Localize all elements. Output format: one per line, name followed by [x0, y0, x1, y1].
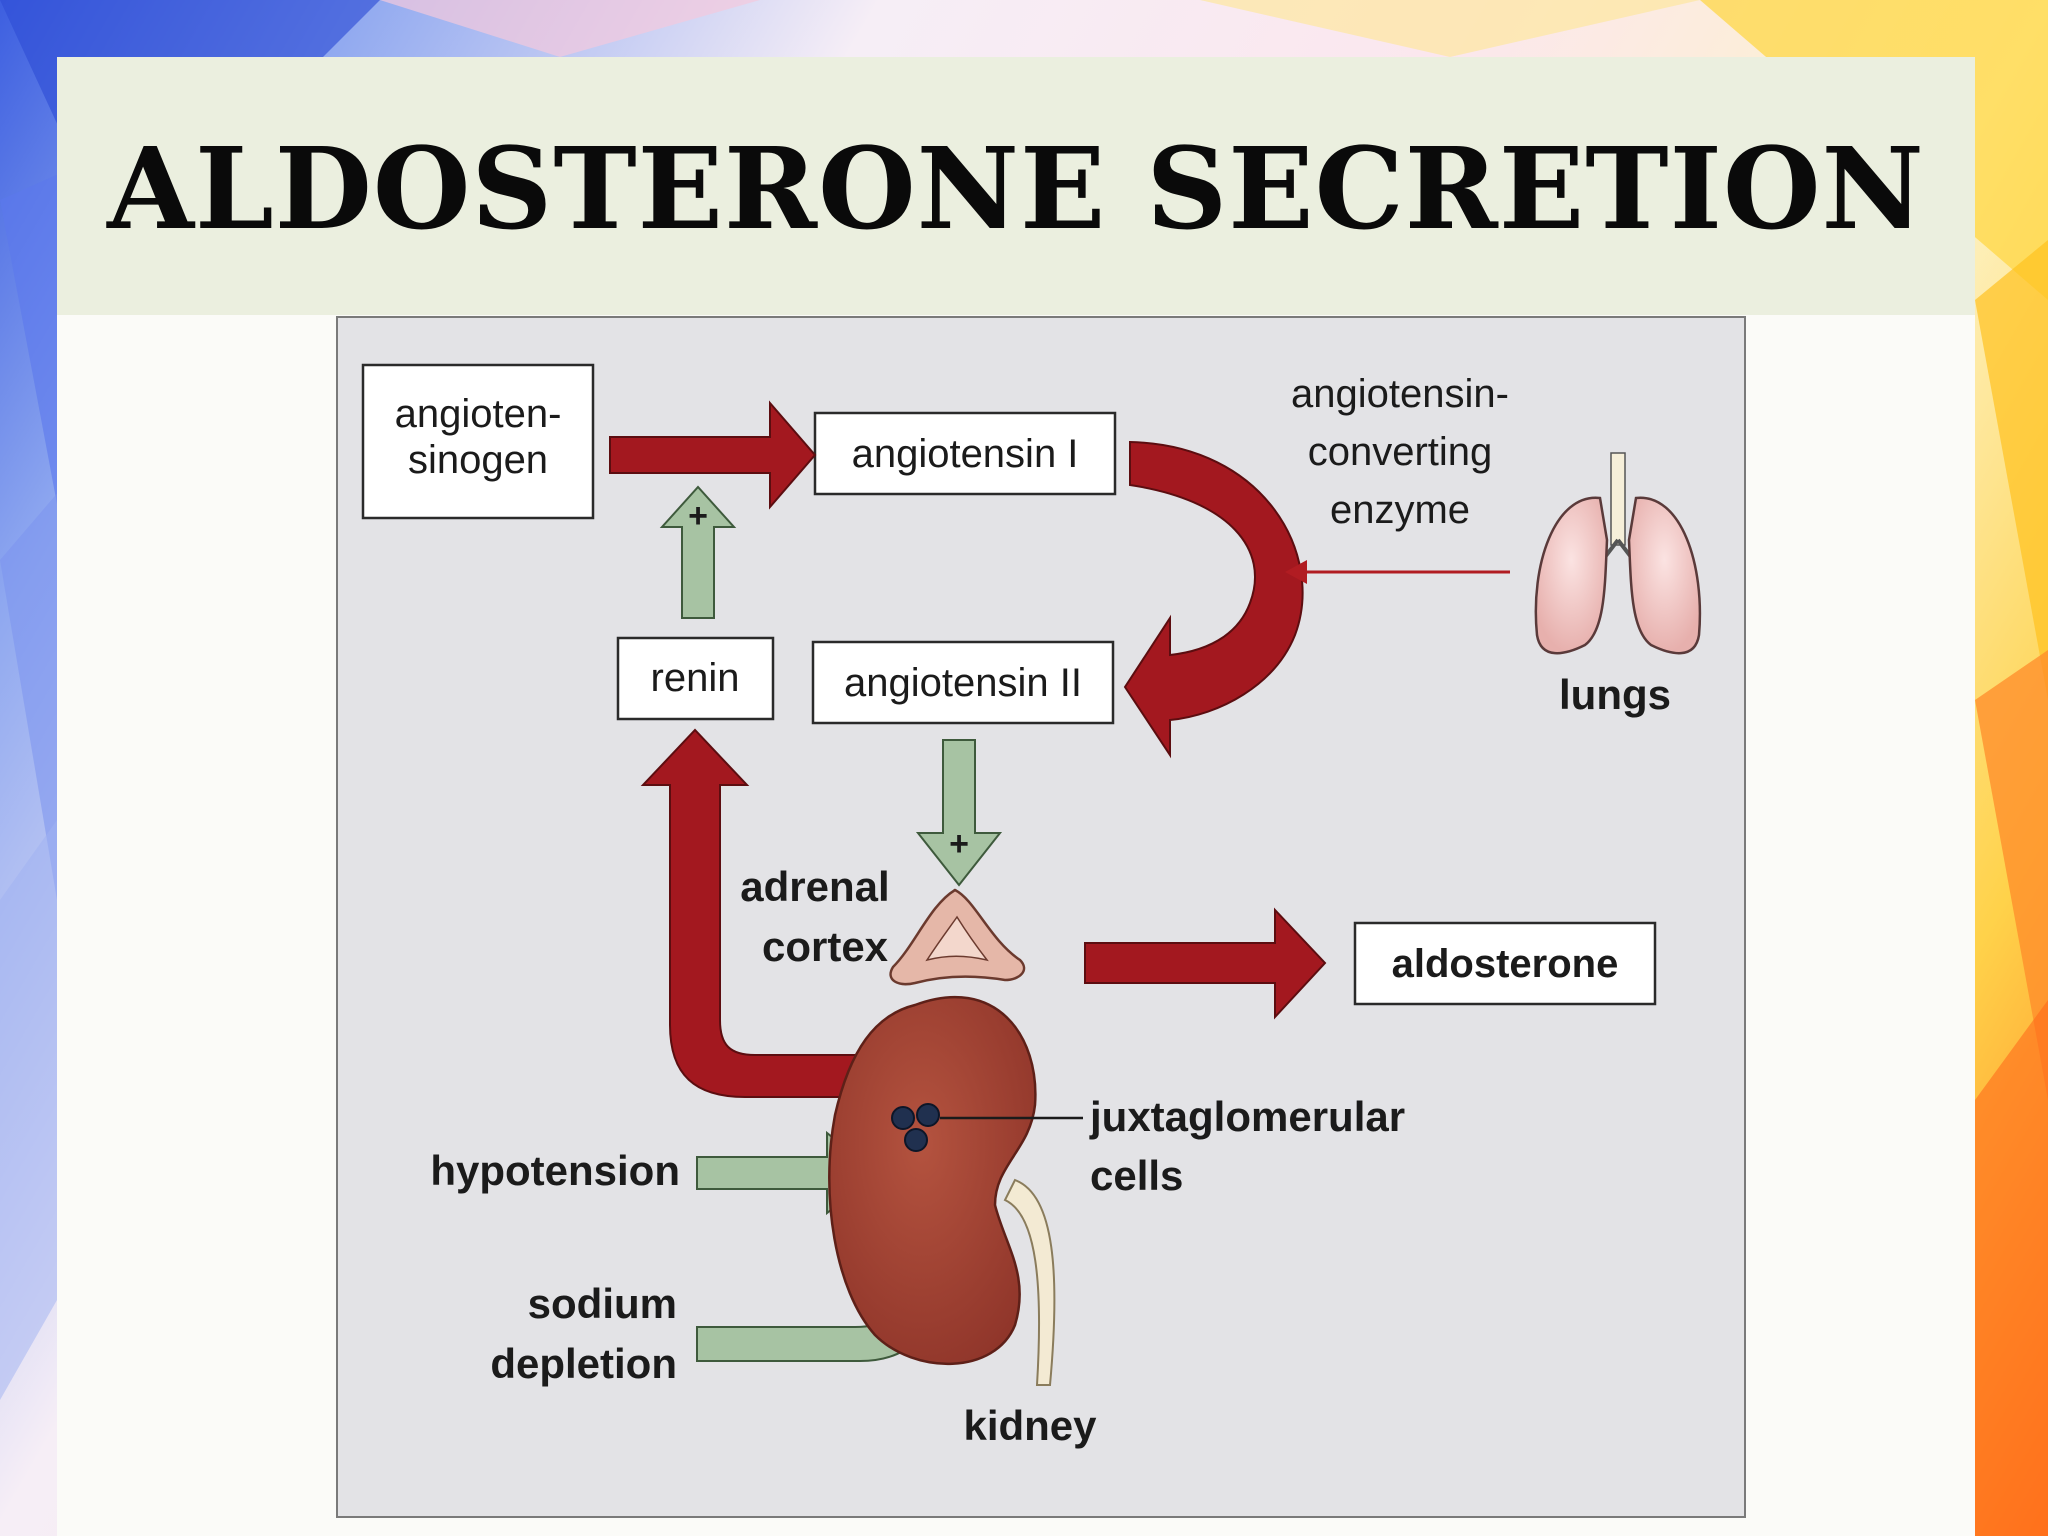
plus-sign: +: [688, 497, 708, 535]
enzyme-label-line1: angiotensin-: [1291, 372, 1509, 416]
renin-label: renin: [651, 656, 740, 700]
kidney-label: kidney: [963, 1402, 1097, 1449]
aldosterone-label: aldosterone: [1392, 942, 1619, 986]
arrow-enzyme-from-lungs: [1285, 560, 1307, 584]
arrow-kidney-to-renin: [640, 728, 876, 1098]
arrow-adrenal-to-aldosterone: [1084, 907, 1327, 1020]
juxtaglomerular-cells-icon: [891, 1103, 940, 1152]
arrow-angiotensin-1-to-2: [1123, 440, 1304, 759]
angiotensin-2-label: angiotensin II: [844, 661, 1082, 705]
slide-title: ALDOSTERONE SECRETION: [107, 124, 1925, 255]
angiotensin-1-label: angiotensin I: [852, 432, 1079, 476]
kidney-shape: [828, 995, 1037, 1365]
sodium-label-line2: depletion: [490, 1340, 677, 1387]
adrenal-label-line2: cortex: [762, 923, 889, 970]
arrow-angiotensinogen-to-angiotensin-1: [609, 400, 817, 510]
renin-box: renin: [616, 636, 775, 721]
angiotensinogen-label-line1: angioten-: [395, 392, 562, 436]
angiotensinogen-box: angioten- sinogen: [361, 363, 595, 520]
sodium-label-line1: sodium: [528, 1280, 677, 1327]
angiotensin-1-box: angiotensin I: [813, 411, 1117, 496]
title-band: [57, 57, 1975, 315]
hypotension-label: hypotension: [430, 1147, 680, 1194]
lungs-label: lungs: [1559, 671, 1671, 718]
adrenal-label-line1: adrenal: [740, 863, 889, 910]
enzyme-label-line2: converting: [1308, 430, 1493, 474]
enzyme-label-line3: enzyme: [1330, 488, 1470, 532]
aldosterone-diagram: angioten- sinogen angiotensin I renin an…: [336, 316, 1746, 1518]
arrow-renin-to-conversion: +: [659, 485, 737, 619]
angiotensinogen-label-line2: sinogen: [408, 438, 548, 482]
arrow-angiotensin-2-to-adrenal: +: [915, 739, 1003, 887]
angiotensin-2-box: angiotensin II: [811, 640, 1115, 725]
ureter: [1003, 1178, 1056, 1386]
enzyme-label: angiotensin- converting enzyme: [1291, 372, 1509, 532]
jg-label-line1: juxtaglomerular: [1089, 1093, 1405, 1140]
plus-sign: +: [949, 825, 969, 863]
jg-label-line2: cells: [1090, 1152, 1183, 1199]
lungs-icon: [1534, 452, 1702, 655]
aldosterone-box: aldosterone: [1353, 921, 1657, 1006]
